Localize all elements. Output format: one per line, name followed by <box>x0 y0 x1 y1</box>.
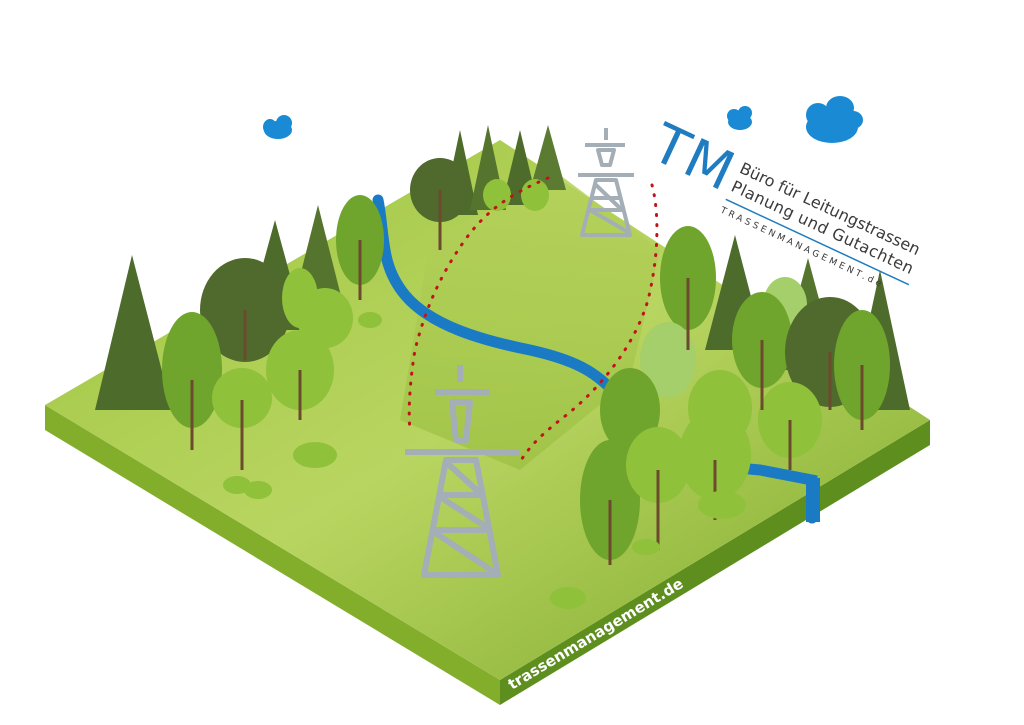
forest-left <box>95 190 442 499</box>
terrain-base <box>45 140 930 705</box>
forest-back <box>410 125 566 222</box>
terrain-side-left <box>45 405 500 705</box>
deciduous-tree-icon <box>162 312 222 428</box>
bush-icon <box>698 491 746 519</box>
bush-icon <box>632 539 660 555</box>
bush-icon <box>244 481 272 499</box>
pylon-icon <box>405 365 520 578</box>
conifer-tree-icon <box>95 255 172 410</box>
cloud-icon <box>727 106 752 130</box>
forest-right <box>550 226 910 609</box>
bush-icon <box>550 587 586 609</box>
cloud-icon <box>263 115 292 139</box>
deciduous-tree-icon <box>626 427 690 503</box>
deciduous-tree-icon <box>679 410 751 500</box>
river-outflow <box>806 478 820 522</box>
cloud-icon <box>806 96 863 143</box>
deciduous-tree-icon <box>483 179 511 211</box>
bush-icon <box>358 312 382 328</box>
bush-icon <box>293 442 337 468</box>
deciduous-tree-icon <box>640 322 696 398</box>
pylon-icon <box>578 128 634 237</box>
conifer-tree-icon <box>530 125 566 190</box>
logo-divider <box>725 198 910 286</box>
planned-route-line <box>518 183 659 464</box>
deciduous-tree-icon <box>521 179 549 211</box>
deciduous-tree-icon <box>212 368 272 428</box>
terrain-side-right <box>500 420 930 705</box>
pylon-clearing <box>400 175 660 470</box>
bush-icon <box>223 476 251 494</box>
